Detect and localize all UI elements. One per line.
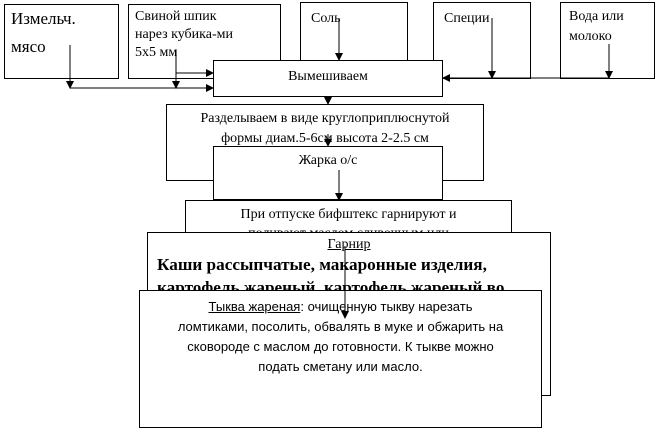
node-spices-label: Специи — [444, 11, 490, 26]
node-salt-label: Соль — [311, 11, 341, 26]
node-pumpkin-line2: ломтиками, посолить, обвалять в муке и о… — [177, 319, 504, 334]
node-mix: Вымешиваем — [213, 60, 443, 97]
node-pumpkin-line1: Тыква жареная: очищенную тыкву нарезать — [140, 299, 541, 314]
node-fry: Жарка о/с — [213, 146, 443, 200]
node-pork-fat-line3: 5х5 мм — [135, 45, 178, 60]
node-pork-fat-line2: нарез кубика-ми — [135, 27, 233, 42]
node-minced-meat-line2: мясо — [11, 37, 46, 56]
node-serve-line1: При отпуске бифштекс гарнируют и — [240, 207, 457, 222]
node-fry-label: Жарка о/с — [298, 153, 358, 168]
node-water-milk-line1: Вода или — [569, 9, 624, 24]
node-pumpkin-line4: подать сметану или масло. — [258, 359, 423, 374]
node-minced-meat-line1: Измельч. — [11, 9, 76, 28]
node-pork-fat-line1: Свиной шпик — [135, 9, 217, 24]
node-shape-line2: формы диам.5-6см высота 2-2.5 см — [221, 131, 429, 146]
node-garnish-line1: Каши рассыпчатые, макаронные изделия, — [157, 255, 487, 274]
node-pumpkin-line1-rest: : очищенную тыкву нарезать — [300, 299, 473, 314]
node-pumpkin: Тыква жареная: очищенную тыкву нарезать … — [139, 290, 542, 428]
node-mix-label: Вымешиваем — [288, 69, 368, 84]
node-garnish-title: Гарнир — [327, 237, 371, 252]
node-pumpkin-line3: сковороде с маслом до готовности. К тыкв… — [187, 339, 494, 354]
node-minced-meat: Измельч. мясо — [4, 4, 119, 79]
node-pumpkin-title: Тыква жареная — [208, 299, 301, 314]
node-pork-fat: Свиной шпик нарез кубика-ми 5х5 мм — [128, 4, 281, 79]
node-shape-line1: Разделываем в виде круглоприплюснутой — [200, 111, 450, 126]
node-spices: Специи — [433, 2, 531, 79]
node-water-milk: Вода или молоко — [560, 2, 655, 79]
node-water-milk-line2: молоко — [569, 29, 612, 44]
